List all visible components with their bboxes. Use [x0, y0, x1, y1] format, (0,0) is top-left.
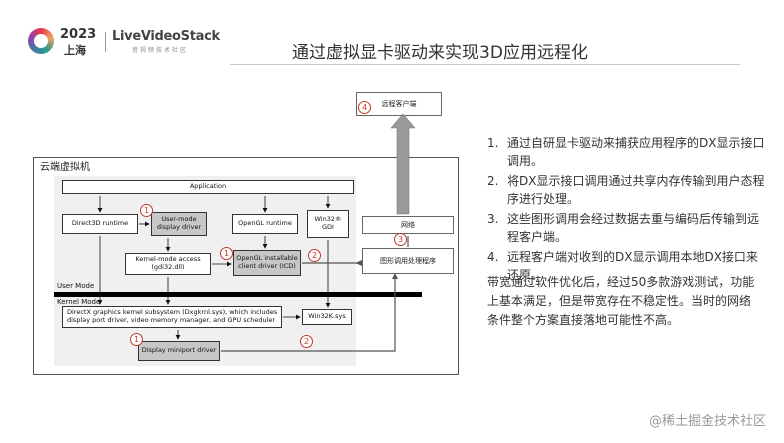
step-text: 通过自研显卡驱动来捕获应用程序的DX显示接口调用。: [507, 136, 765, 168]
cloud-vm-label: 云端虚拟机: [40, 162, 90, 173]
step-item: 3. 这些图形调用会经过数据去重与编码后传输到远程客户端。: [487, 210, 767, 246]
brand-subtitle: 音视频技术社区: [132, 47, 189, 54]
step-item: 2. 将DX显示接口调用通过共享内存传输到用户态程序进行处理。: [487, 172, 767, 208]
umd-box: User-mode display driver: [151, 212, 207, 236]
step-text: 这些图形调用会经过数据去重与编码后传输到远程客户端。: [507, 212, 760, 244]
step-number: 3.: [487, 212, 499, 226]
title-divider: [230, 64, 740, 65]
graphics-call-processor-box: 图形调用处理程序: [362, 248, 454, 274]
brand-name: LiveVideoStack: [112, 29, 220, 44]
slide-title: 通过虚拟显卡驱动来实现3D应用远程化: [292, 43, 588, 63]
step-number: 4.: [487, 250, 499, 264]
step-item: 1. 通过自研显卡驱动来捕获应用程序的DX显示接口调用。: [487, 134, 767, 170]
user-mode-label: User Mode: [57, 282, 95, 290]
step-text: 远程客户端对收到的DX显示调用本地DX接口来还原。: [507, 250, 758, 282]
step-marker-1-umd: 1: [140, 204, 153, 217]
step-number: 1.: [487, 136, 499, 150]
step-marker-1-icd: 1: [220, 247, 233, 260]
kernel-access-box: Kernel-mode access (gdi32.dll): [125, 253, 211, 275]
mode-divider-bar: [54, 292, 422, 297]
win32k-box: Win32K.sys: [302, 309, 352, 325]
step-text: 将DX显示接口调用通过共享内存传输到用户态程序进行处理。: [507, 174, 765, 206]
icd-box: OpenGL installable client driver (ICD): [233, 250, 301, 276]
step-marker-1-miniport: 1: [130, 333, 143, 346]
dxgkrnl-box: DirectX graphics kernel subsystem (Dxgkr…: [62, 306, 282, 328]
logo-city: 上海: [64, 44, 86, 57]
watermark: @稀土掘金技术社区: [648, 414, 766, 429]
win32-gdi-box: Win32® GDI: [307, 210, 349, 238]
opengl-runtime-box: OpenGL runtime: [232, 214, 298, 234]
application-box: Application: [62, 180, 354, 194]
logo-divider: [105, 32, 106, 52]
logo-year: 2023: [60, 27, 97, 42]
step-marker-4: 4: [358, 101, 371, 114]
direct3d-runtime-box: Direct3D runtime: [62, 214, 138, 234]
step-number: 2.: [487, 174, 499, 188]
miniport-driver-box: Display miniport driver: [138, 341, 220, 361]
conference-logo: 2023 上海 LiveVideoStack 音视频技术社区: [28, 26, 220, 58]
conference-ring-icon: [28, 28, 54, 54]
network-box: 网络: [362, 216, 454, 234]
step-marker-3: 3: [394, 233, 407, 246]
step-marker-2-miniport: 2: [300, 335, 313, 348]
step-item: 4. 远程客户端对收到的DX显示调用本地DX接口来还原。: [487, 248, 767, 284]
step-marker-2-icd: 2: [308, 249, 321, 262]
kernel-mode-label: Kernel Mode: [57, 298, 101, 306]
steps-list: 1. 通过自研显卡驱动来捕获应用程序的DX显示接口调用。 2. 将DX显示接口调用通…: [487, 134, 767, 286]
bandwidth-note: 带宽通过软件优化后，经过50多款游戏测试，功能上基本满足，但是带宽存在不稳定性。…: [487, 275, 755, 327]
